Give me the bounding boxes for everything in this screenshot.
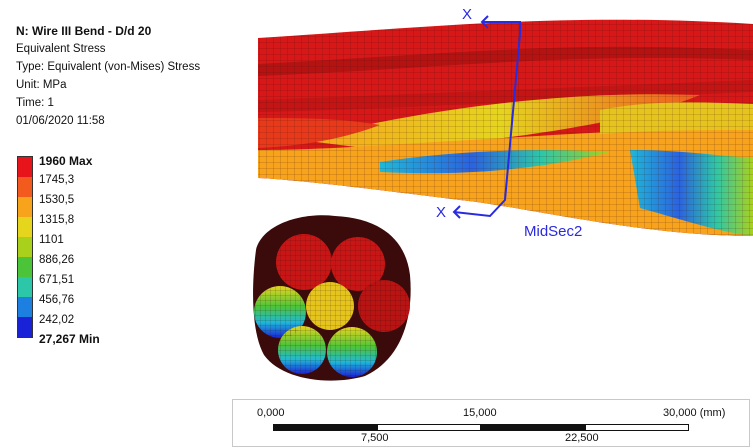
legend-max-label: 1960 Max bbox=[39, 154, 93, 168]
scale-segment-4 bbox=[585, 424, 689, 431]
legend-min-label: 27,267 Min bbox=[39, 332, 100, 346]
legend-band-7 bbox=[18, 277, 32, 297]
result-title: N: Wire III Bend - D/d 20 bbox=[16, 24, 152, 38]
section-axis-label-bottom: X bbox=[436, 204, 447, 221]
legend-label: 1315,8 bbox=[39, 214, 75, 226]
legend-label: 886,26 bbox=[39, 254, 75, 266]
legend-band-3 bbox=[18, 197, 32, 217]
scale-label-7500: 7,500 bbox=[361, 432, 389, 444]
result-type: Type: Equivalent (von-Mises) Stress bbox=[16, 61, 201, 73]
legend-label: 242,02 bbox=[39, 314, 75, 326]
legend-label: 1101 bbox=[39, 234, 64, 246]
scale-ruler: 0,000 15,000 30,000 (mm) 7,500 22,500 bbox=[232, 399, 750, 447]
result-time: Time: 1 bbox=[16, 97, 54, 109]
scale-segment-1 bbox=[273, 424, 377, 431]
rope-cross-section bbox=[253, 215, 411, 381]
scale-segment-2 bbox=[377, 424, 481, 431]
scale-label-15000: 15,000 bbox=[463, 407, 497, 419]
scale-label-30000: 30,000 (mm) bbox=[663, 407, 726, 419]
legend-label: 1745,3 bbox=[39, 174, 75, 186]
result-unit: Unit: MPa bbox=[16, 79, 67, 91]
legend-band-8 bbox=[18, 297, 32, 317]
legend-band-4 bbox=[18, 217, 32, 237]
scale-segment-3 bbox=[481, 424, 585, 431]
legend-label: 1530,5 bbox=[39, 194, 75, 206]
scale-label-22500: 22,500 bbox=[565, 432, 599, 444]
legend-label: 671,51 bbox=[39, 274, 75, 286]
section-axis-label-top: X bbox=[462, 6, 473, 23]
result-timestamp: 01/06/2020 11:58 bbox=[16, 115, 105, 127]
rope-side-view bbox=[258, 19, 753, 237]
legend-band-2 bbox=[18, 177, 32, 197]
legend-band-6 bbox=[18, 257, 32, 277]
result-info-panel: N: Wire III Bend - D/d 20 Equivalent Str… bbox=[16, 22, 200, 130]
legend-color-bar bbox=[17, 156, 33, 338]
scale-label-0: 0,000 bbox=[257, 407, 285, 419]
legend-band-9 bbox=[18, 317, 32, 337]
legend-band-1 bbox=[18, 157, 32, 177]
section-plane-marker[interactable] bbox=[452, 15, 521, 219]
result-quantity: Equivalent Stress bbox=[16, 43, 106, 55]
section-name-label: MidSec2 bbox=[524, 223, 583, 240]
legend-band-5 bbox=[18, 237, 32, 257]
legend-label: 456,76 bbox=[39, 294, 75, 306]
